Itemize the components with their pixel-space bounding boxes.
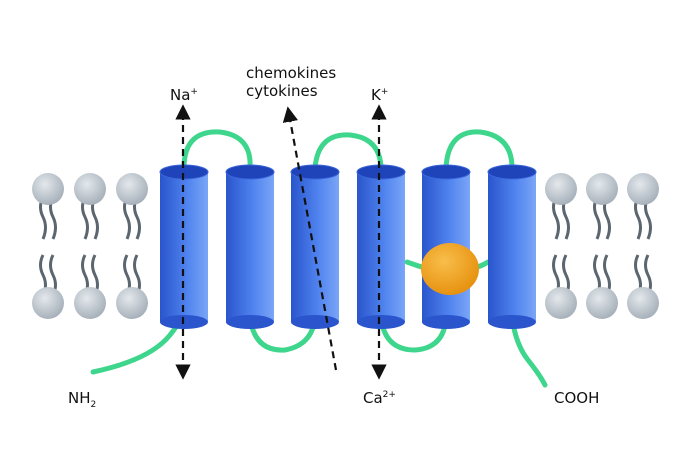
na-ion-label: Na+ [170,86,198,104]
lipid-right-2 [586,173,618,319]
helix-6 [487,164,537,329]
chemokine-arrow [282,106,338,371]
lipid-right-3 [627,173,659,319]
ca-ion-label: Ca2+ [363,389,396,407]
intracellular-loop-1 [247,315,318,353]
lipid-bilayer-left [32,173,148,319]
lipid-left-1 [32,173,64,319]
helix-4 [356,164,406,329]
helix-3 [290,164,340,329]
lipid-left-2 [74,173,106,319]
lipid-bilayer-right [545,173,659,319]
lipid-right-1 [545,173,577,319]
nh2-terminus-label: NH2 [68,389,97,410]
k-ion-label: K+ [371,86,389,104]
extracellular-loop-2 [312,132,384,171]
ligand-sphere [421,243,479,295]
extracellular-loop-1 [181,129,253,171]
transport-arrows [175,104,387,380]
transmembrane-helices [159,164,537,329]
c-terminus-tail [509,315,548,388]
chemokines-label: chemokines [246,64,337,82]
helix-2 [225,164,275,329]
chemokines-cytokines-label: chemokines cytokines [246,64,336,100]
cooh-terminus-label: COOH [554,389,600,407]
extracellular-loop-3 [443,129,515,171]
lipid-left-3 [116,173,148,319]
cytokines-label: cytokines [246,82,318,100]
